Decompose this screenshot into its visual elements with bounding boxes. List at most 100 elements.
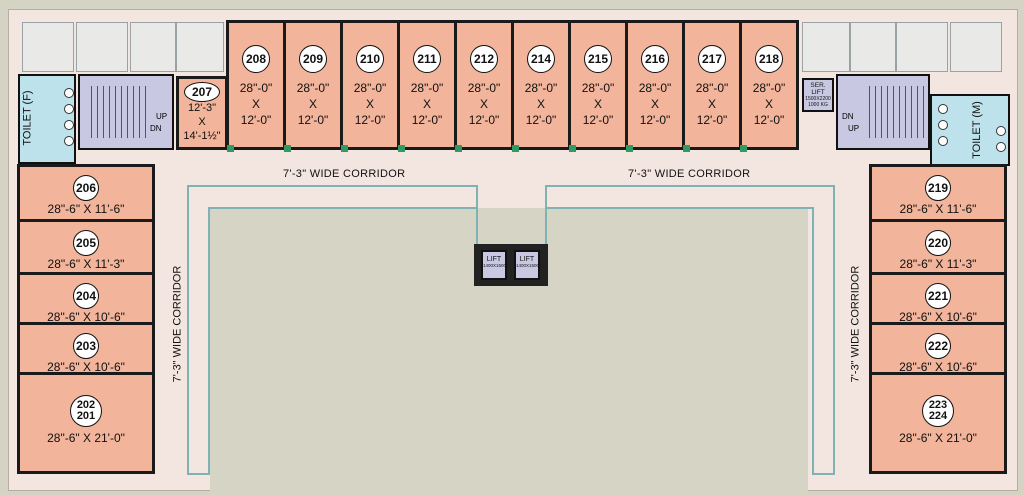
basin-icon bbox=[64, 88, 74, 98]
room-number: 209 bbox=[299, 45, 327, 73]
room-dimension: 28"-6" X 11'-6" bbox=[47, 202, 125, 216]
corridor-edge bbox=[546, 207, 814, 209]
room-number: 203 bbox=[73, 333, 99, 359]
corridor-edge bbox=[476, 185, 478, 245]
room-width: 28"-0" bbox=[524, 81, 558, 95]
corridor-edge bbox=[833, 185, 835, 475]
corridor-label-top-left: 7'-3" WIDE CORRIDOR bbox=[283, 168, 406, 180]
room-x: X bbox=[479, 97, 488, 111]
room-height: 12'-0" bbox=[411, 113, 443, 127]
room-number: 212 bbox=[470, 45, 498, 73]
basin-icon bbox=[64, 136, 74, 146]
corridor-label-top-right: 7'-3" WIDE CORRIDOR bbox=[628, 168, 751, 180]
room-height: 12'-0" bbox=[639, 113, 671, 127]
basin-icon bbox=[938, 136, 948, 146]
room-width: 28"-0" bbox=[467, 81, 501, 95]
room-number-b: 201 bbox=[76, 410, 96, 422]
room-width: 12'-3" bbox=[187, 102, 217, 114]
room-number: 204 bbox=[73, 283, 99, 309]
room-number: 215 bbox=[584, 45, 612, 73]
door-marker bbox=[512, 145, 519, 152]
room-x: X bbox=[650, 97, 659, 111]
balcony bbox=[22, 22, 74, 72]
room-dimension: 28"-6" X 21'-0" bbox=[47, 431, 125, 445]
door-marker bbox=[569, 145, 576, 152]
room-number: 205 bbox=[73, 230, 99, 256]
door-marker bbox=[284, 145, 291, 152]
door-marker bbox=[740, 145, 747, 152]
room-x: X bbox=[764, 97, 773, 111]
room-width: 28"-0" bbox=[410, 81, 444, 95]
service-lift: SER. LIFT 1500X2200 1000 KG bbox=[802, 78, 834, 112]
service-lift-cap1: 1500X2200 bbox=[805, 96, 831, 102]
room-height: 14'-1½" bbox=[183, 130, 221, 142]
room-x: X bbox=[536, 97, 545, 111]
room-number: 220 bbox=[925, 230, 951, 256]
room-width: 28"-0" bbox=[296, 81, 330, 95]
room-dimension: 28"-6" X 10'-6" bbox=[47, 310, 125, 324]
room-212[interactable]: 212 28"-0" X 12'-0" bbox=[454, 20, 514, 152]
room-width: 28"-0" bbox=[353, 81, 387, 95]
basin-icon bbox=[938, 104, 948, 114]
door-marker bbox=[683, 145, 690, 152]
toilet-male-label: TOILET (M) bbox=[970, 101, 983, 159]
room-number: 210 bbox=[356, 45, 384, 73]
room-height: 12'-0" bbox=[354, 113, 386, 127]
balcony bbox=[850, 22, 896, 72]
room-number: 214 bbox=[527, 45, 555, 73]
lift-2: LIFT 1400X1500 bbox=[514, 250, 540, 280]
lift-core: LIFT 1400X1500 LIFT 1400X1500 bbox=[474, 244, 548, 286]
basin-icon bbox=[64, 120, 74, 130]
stair-up-label: UP bbox=[848, 124, 860, 133]
room-height: 12'-0" bbox=[468, 113, 500, 127]
room-dimension: 28"-6" X 11'-6" bbox=[899, 202, 977, 216]
stair-up-label: UP bbox=[156, 112, 168, 121]
corridor-edge bbox=[545, 185, 547, 245]
room-number: 218 bbox=[755, 45, 783, 73]
room-dimension: 28"-6" X 10'-6" bbox=[899, 360, 977, 374]
balcony bbox=[950, 22, 1002, 72]
door-marker bbox=[398, 145, 405, 152]
room-width: 28"-0" bbox=[752, 81, 786, 95]
room-dimension: 28"-6" X 10'-6" bbox=[47, 360, 125, 374]
balcony bbox=[802, 22, 850, 72]
door-marker bbox=[227, 145, 234, 152]
corridor-edge bbox=[812, 473, 835, 475]
room-x: X bbox=[365, 97, 374, 111]
room-number: 207 bbox=[184, 82, 220, 102]
room-dimension: 28"-6" X 11'-3" bbox=[47, 257, 125, 271]
room-x: X bbox=[198, 116, 206, 128]
stair-dn-label: DN bbox=[150, 124, 162, 133]
room-dimension: 28"-6" X 11'-3" bbox=[899, 257, 977, 271]
room-207[interactable]: 207 12'-3" X 14'-1½" bbox=[176, 76, 228, 150]
toilet-female: TOILET (F) bbox=[18, 74, 76, 164]
corridor-label-left: 7'-3" WIDE CORRIDOR bbox=[171, 265, 184, 383]
door-marker bbox=[341, 145, 348, 152]
balcony bbox=[130, 22, 176, 72]
urinal-icon bbox=[996, 142, 1006, 152]
basin-icon bbox=[64, 104, 74, 114]
room-width: 28"-0" bbox=[695, 81, 729, 95]
room-210[interactable]: 210 28"-0" X 12'-0" bbox=[340, 20, 400, 152]
